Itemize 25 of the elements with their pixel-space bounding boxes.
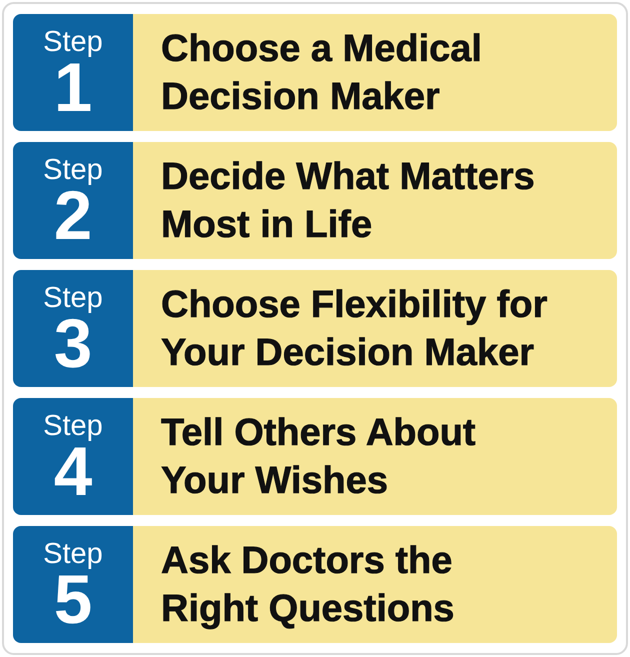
step-number-panel	[13, 270, 133, 387]
title-panel	[133, 270, 617, 387]
step-number: 2	[54, 184, 92, 246]
step-label: Step	[43, 26, 103, 56]
step-title: Choose Flexibility for Your Decision Maker	[161, 282, 548, 376]
step-number: 1	[54, 56, 92, 118]
step-number: 3	[54, 312, 92, 374]
step-label: Step	[43, 538, 103, 568]
step-title: Decide What Matters Most in Life	[161, 154, 536, 248]
step-label: Step	[43, 410, 103, 440]
step-title: Tell Others About Your Wishes	[161, 410, 477, 504]
title-panel	[133, 526, 617, 643]
step-number: 5	[54, 568, 92, 630]
step-label: Step	[43, 282, 103, 312]
step-label: Step	[43, 154, 103, 184]
step-number-panel	[13, 142, 133, 259]
step-title: Choose a Medical Decision Maker	[161, 26, 483, 120]
step-title: Ask Doctors the Right Questions	[161, 538, 456, 632]
step-number: 4	[54, 440, 92, 502]
step-number-panel	[13, 398, 133, 515]
step-number-panel	[13, 526, 133, 643]
title-panel	[133, 398, 617, 515]
step-number-panel	[13, 14, 133, 131]
title-panel	[133, 142, 617, 259]
title-panel	[133, 14, 617, 131]
